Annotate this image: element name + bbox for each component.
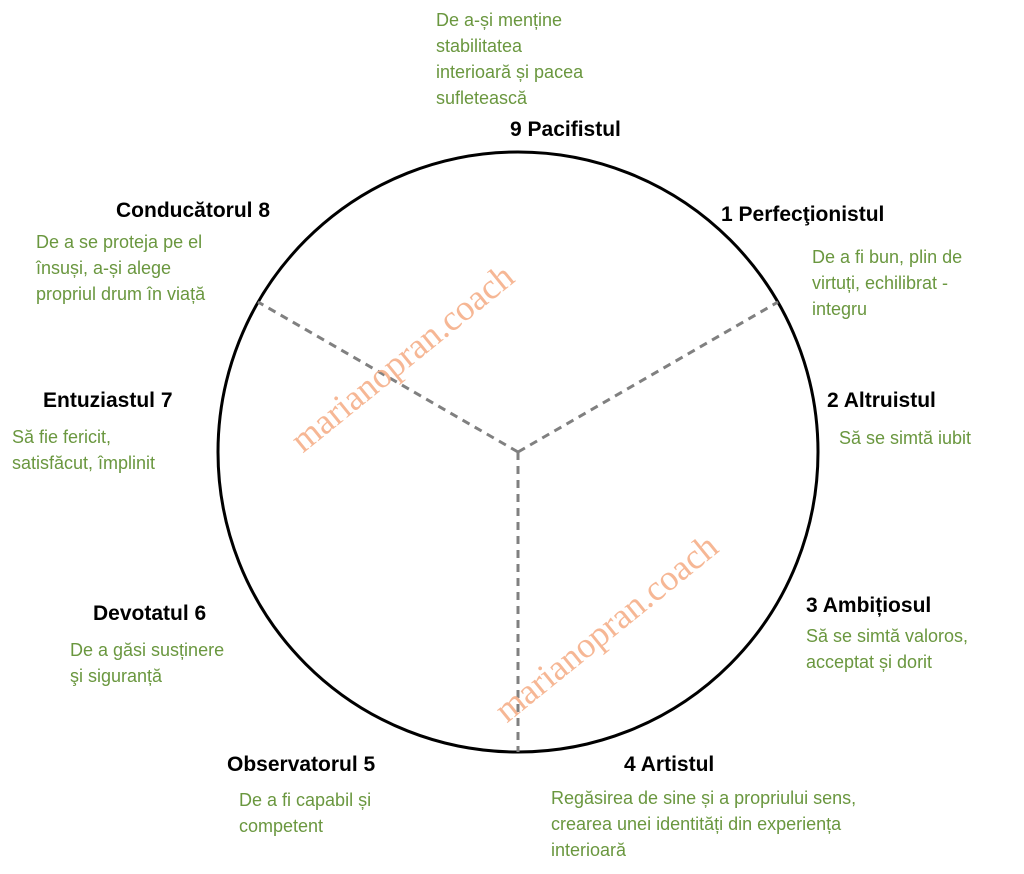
type-9-description: De a-și menține stabilitatea interioară … <box>436 10 584 108</box>
type-1-title: 1 Perfecţionistul <box>721 203 885 226</box>
type-2-title: 2 Altruistul <box>827 389 936 412</box>
type-3-description: Să se simtă valoros, acceptat și dorit <box>806 626 969 672</box>
type-1-description: De a fi bun, plin de virtuți, echilibrat… <box>812 247 963 319</box>
type-4-description: Regăsirea de sine și a propriului sens, … <box>551 788 857 860</box>
divider-line-right <box>517 300 779 454</box>
type-8-title: Conducătorul 8 <box>116 199 271 222</box>
type-7-description: Să fie fericit, satisfăcut, împlinit <box>12 427 156 473</box>
type-3-title: 3 Ambițiosul <box>806 594 932 617</box>
type-6-description: De a găsi susținere şi siguranță <box>70 640 225 686</box>
type-8-description: De a se proteja pe el însuși, a-și alege… <box>36 232 206 304</box>
type-9-title: 9 Pacifistul <box>510 118 621 141</box>
type-4-title: 4 Artistul <box>624 753 715 776</box>
type-7-title: Entuziastul 7 <box>43 389 173 412</box>
type-5-description: De a fi capabil și competent <box>239 790 372 836</box>
type-6-title: Devotatul 6 <box>93 602 207 625</box>
type-5-title: Observatorul 5 <box>227 753 376 776</box>
type-2-description: Să se simtă iubit <box>839 428 972 448</box>
